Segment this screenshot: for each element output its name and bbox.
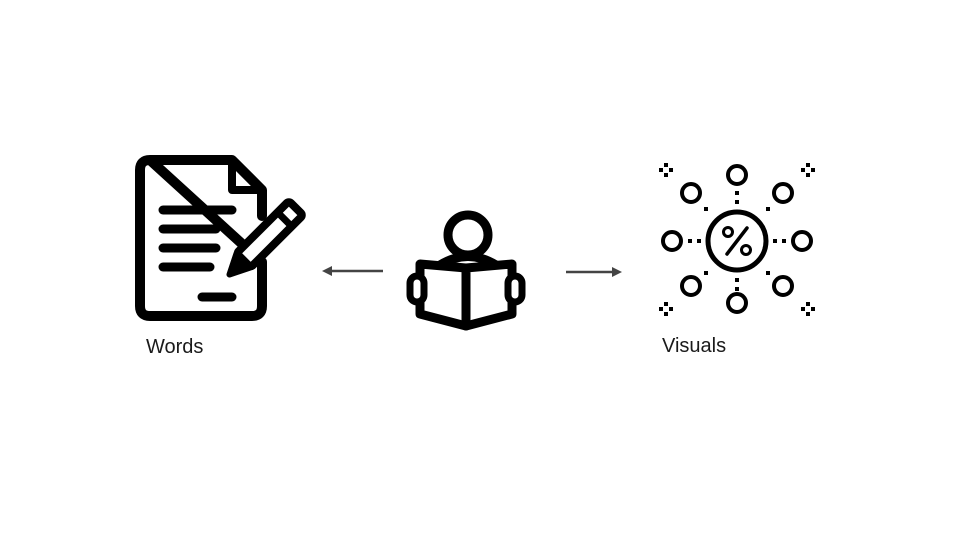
arrow-left — [320, 264, 386, 278]
percent-network-icon — [654, 158, 820, 320]
document-pen-icon — [128, 150, 313, 330]
arrow-right — [564, 265, 624, 279]
reader-icon — [404, 208, 528, 332]
visuals-label: Visuals — [662, 335, 727, 357]
words-label: Words — [146, 336, 204, 358]
